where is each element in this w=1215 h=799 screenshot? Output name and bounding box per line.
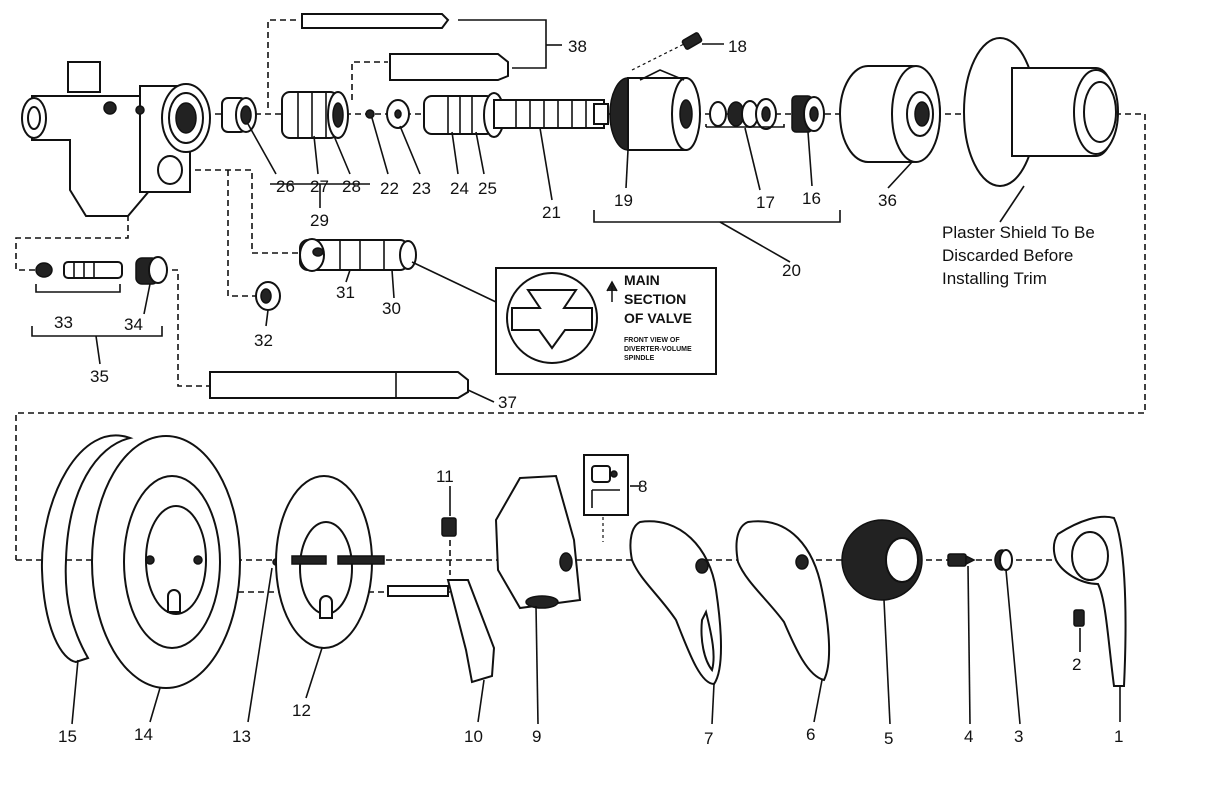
part-23-washer	[386, 99, 410, 129]
callout-11: 11	[436, 467, 454, 486]
part-38-extension-bars	[301, 13, 509, 81]
inset-sub-1: FRONT VIEW OF	[624, 337, 680, 344]
part-5-knob	[841, 519, 923, 601]
part-2-set-screw	[1073, 609, 1085, 627]
callout-12: 12	[292, 701, 311, 720]
callout-37: 37	[498, 393, 517, 412]
part-6-lever-handle	[735, 520, 831, 682]
note-line-3: Installing Trim	[942, 269, 1047, 288]
callout-27: 27	[310, 177, 329, 196]
callout-13: 13	[232, 727, 251, 746]
callout-38: 38	[568, 37, 587, 56]
callout-20: 20	[782, 261, 801, 280]
part-22-pin	[365, 109, 375, 119]
callout-24: 24	[450, 179, 469, 198]
callout-29: 29	[310, 211, 329, 230]
part-15-gasket	[40, 434, 134, 664]
inset-sub-2: DIVERTER-VOLUME	[624, 346, 692, 353]
inset-sub-3: SPINDLE	[624, 355, 655, 362]
callout-17: 17	[756, 193, 775, 212]
callout-1: 1	[1114, 727, 1123, 746]
callout-labels: 38 18 26 27 28 22 23 24 25 29 21 19 17 1…	[54, 37, 1123, 748]
callout-19: 19	[614, 191, 633, 210]
callout-31: 31	[336, 283, 355, 302]
callout-36: 36	[878, 191, 897, 210]
part-32-cap	[255, 281, 281, 311]
valve-body	[21, 61, 211, 217]
inset-line-3: OF VALVE	[624, 310, 692, 326]
callout-32: 32	[254, 331, 273, 350]
callout-30: 30	[382, 299, 401, 318]
part-26-seat	[221, 97, 257, 133]
part-10-diverter-lever	[387, 579, 496, 684]
callout-8: 8	[638, 477, 647, 496]
callout-21: 21	[542, 203, 561, 222]
part-19-bonnet	[609, 69, 701, 151]
callout-6: 6	[806, 725, 815, 744]
callout-3: 3	[1014, 727, 1023, 746]
part-12-plate	[275, 475, 385, 649]
part-34-bushing	[135, 256, 168, 285]
callout-34: 34	[124, 315, 143, 334]
part-3-cap	[994, 549, 1013, 571]
part-11-clip	[441, 517, 457, 537]
part-24-25-stem	[423, 92, 505, 138]
callout-26: 26	[276, 177, 295, 196]
note-line-2: Discarded Before	[942, 246, 1073, 265]
callout-22: 22	[380, 179, 399, 198]
part-18-screw	[681, 32, 703, 50]
part-8-detail	[583, 454, 629, 516]
callout-7: 7	[704, 729, 713, 748]
part-30-31-diverter-spindle	[299, 238, 417, 272]
plaster-shield-note: Plaster Shield To Be Discarded Before In…	[942, 223, 1095, 288]
callout-10: 10	[464, 727, 483, 746]
part-1-handle	[1052, 515, 1127, 687]
callout-23: 23	[412, 179, 431, 198]
part-9-handle	[494, 474, 582, 610]
part-14-escutcheon	[91, 435, 241, 689]
callout-14: 14	[134, 725, 153, 744]
part-36-sleeve	[839, 65, 941, 163]
part-16-nut	[791, 95, 825, 133]
part-27-28-cartridge	[281, 91, 349, 139]
callout-15: 15	[58, 727, 77, 746]
callout-35: 35	[90, 367, 109, 386]
callout-4: 4	[964, 727, 973, 746]
callout-18: 18	[728, 37, 747, 56]
diverter-spindle-inset: MAIN SECTION OF VALVE FRONT VIEW OF DIVE…	[495, 267, 717, 375]
plaster-shield	[963, 37, 1119, 187]
part-33-stem	[35, 261, 123, 279]
note-line-1: Plaster Shield To Be	[942, 223, 1095, 242]
part-7-lever-handle	[629, 520, 722, 686]
callout-16: 16	[802, 189, 821, 208]
callout-28: 28	[342, 177, 361, 196]
callout-2: 2	[1072, 655, 1081, 674]
part-4-screw	[947, 553, 976, 567]
part-17-rings	[709, 98, 777, 130]
callout-33: 33	[54, 313, 73, 332]
callout-5: 5	[884, 729, 893, 748]
callout-9: 9	[532, 727, 541, 746]
callout-25: 25	[478, 179, 497, 198]
part-37-extension-bar	[209, 371, 469, 399]
part-21-spindle	[493, 99, 609, 129]
leader-lines	[31, 19, 1121, 725]
inset-line-2: SECTION	[624, 291, 686, 307]
inset-line-1: MAIN	[624, 272, 660, 288]
